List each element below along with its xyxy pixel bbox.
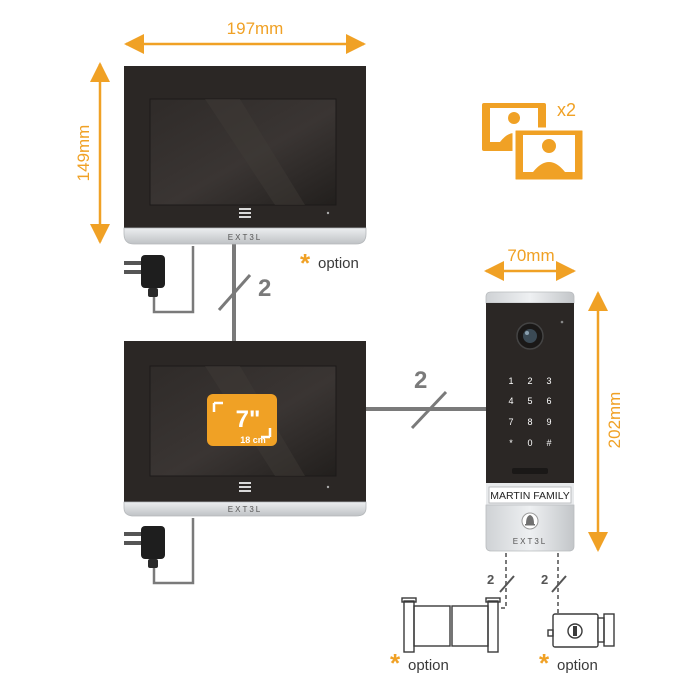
monitor-option-star: *: [300, 248, 311, 278]
panel-height-dimension: 202mm: [588, 291, 624, 552]
key-star: *: [509, 438, 513, 448]
nameplate-text: MARTIN FAMILY: [490, 490, 570, 502]
camera-icon: [516, 322, 544, 350]
screen-size-inches: 7": [236, 406, 261, 433]
power-adapter-icon: [124, 255, 165, 297]
keypad: 1 2 3 4 5 6 7 8 9 * 0 #: [508, 376, 551, 448]
user-photo-icon: x2: [482, 100, 586, 183]
monitor-option-note: * option: [300, 248, 359, 278]
menu-icon: [239, 208, 251, 218]
key-9: 9: [546, 417, 551, 427]
panel-link-wire: 2: [366, 367, 486, 430]
screen-size-cm: 18 cm: [240, 435, 266, 445]
key-3: 3: [546, 376, 551, 386]
power-adapter-icon: [124, 526, 165, 568]
key-4: 4: [508, 396, 513, 406]
bell-icon: [521, 512, 539, 530]
monitor-bottom: 7" 18 cm EXT3L: [123, 341, 367, 517]
panel-link-count: 2: [414, 367, 427, 394]
gate-link-wire: 2: [487, 553, 515, 609]
panel-brand: EXT3L: [513, 537, 547, 546]
monitor-height-dimension: 149mm: [74, 62, 110, 244]
key-2: 2: [527, 376, 532, 386]
key-5: 5: [527, 396, 532, 406]
lock-option-label: option: [557, 657, 598, 674]
gate-option-star: *: [390, 648, 401, 678]
lock-link-wire: 2: [541, 553, 567, 614]
monitor-width-label: 197mm: [227, 19, 284, 38]
monitor-height-label: 149mm: [74, 125, 93, 182]
gate-icon: [401, 597, 501, 653]
key-7: 7: [508, 417, 513, 427]
power-adapter-bottom: [124, 518, 195, 585]
menu-icon: [239, 482, 251, 492]
monitor-link-count: 2: [258, 275, 271, 302]
monitor-top-brand: EXT3L: [228, 233, 262, 242]
gate-option-label: option: [408, 657, 449, 674]
panel-width-dimension: 70mm: [484, 246, 576, 281]
lock-option-note: * option: [539, 648, 598, 678]
key-6: 6: [546, 396, 551, 406]
panel-height-label: 202mm: [605, 392, 624, 449]
lock-option-star: *: [539, 648, 550, 678]
monitor-option-label: option: [318, 255, 359, 272]
screen-size-badge: 7" 18 cm: [207, 394, 277, 446]
key-hash: #: [546, 438, 551, 448]
photo-multiplier: x2: [557, 100, 576, 120]
door-panel: 1 2 3 4 5 6 7 8 9 * 0 # MARTIN FAMILY EX…: [485, 291, 575, 552]
key-8: 8: [527, 417, 532, 427]
electric-lock-icon: [547, 613, 615, 648]
key-0: 0: [527, 438, 532, 448]
gate-link-count: 2: [487, 572, 494, 587]
monitor-link-wire: 2: [217, 242, 271, 342]
monitor-width-dimension: 197mm: [124, 19, 366, 54]
power-adapter-top: [124, 246, 195, 314]
gate-option-note: * option: [390, 648, 449, 678]
key-1: 1: [508, 376, 513, 386]
panel-width-label: 70mm: [507, 246, 554, 265]
monitor-top: EXT3L: [123, 66, 367, 245]
monitor-bottom-brand: EXT3L: [228, 505, 262, 514]
lock-link-count: 2: [541, 572, 548, 587]
